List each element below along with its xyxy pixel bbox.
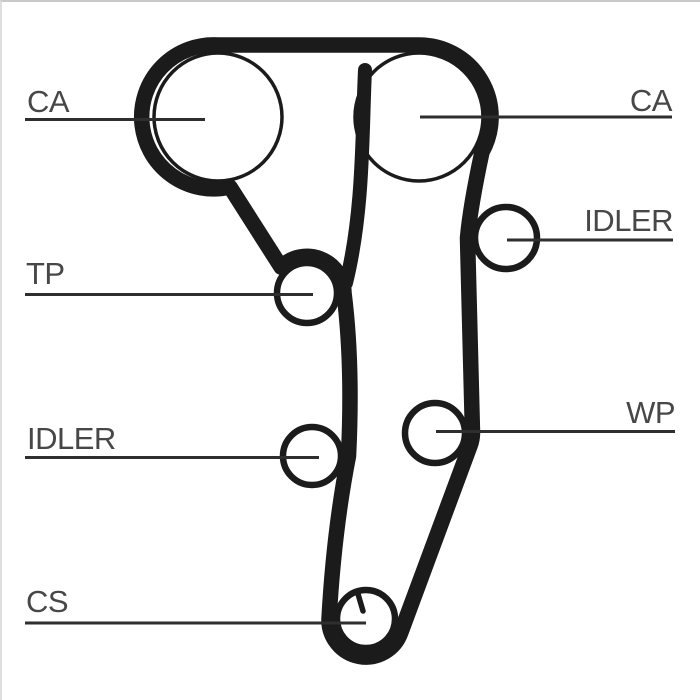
timing-belt-path bbox=[133, 37, 499, 665]
label-ca-left: CA bbox=[27, 84, 70, 119]
idler-upper-right-pulley bbox=[471, 203, 541, 273]
camshaft-left-pulley bbox=[152, 51, 284, 183]
label-tp: TP bbox=[26, 256, 65, 291]
crankshaft-timing-mark bbox=[355, 591, 366, 614]
label-idler-right: IDLER bbox=[584, 203, 673, 238]
label-wp: WP bbox=[626, 395, 675, 430]
label-ca-right: CA bbox=[630, 83, 673, 118]
label-cs: CS bbox=[26, 584, 68, 619]
timing-belt-inner-run bbox=[339, 63, 372, 290]
crankshaft-pulley bbox=[333, 586, 399, 652]
label-idler-left: IDLER bbox=[27, 421, 116, 456]
